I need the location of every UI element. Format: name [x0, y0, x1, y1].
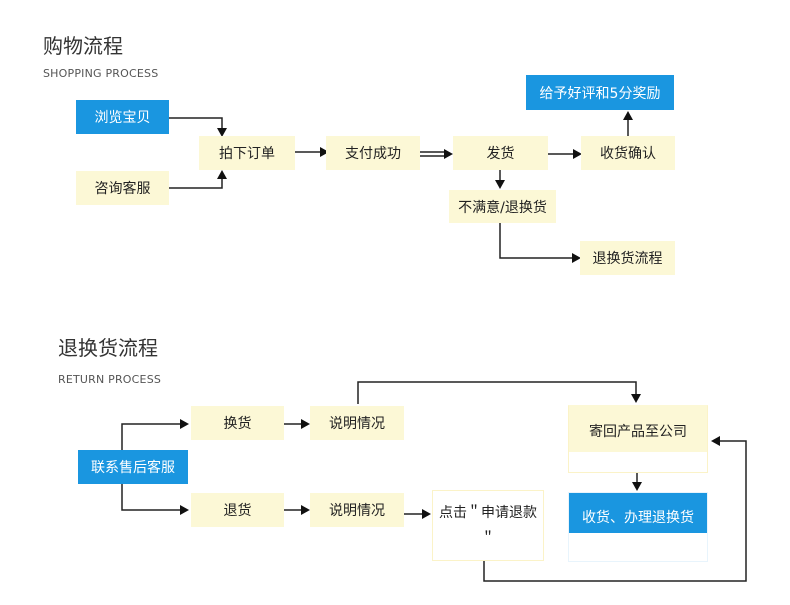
node-return-process: 退换货流程 [580, 241, 675, 275]
connector-browse-order [169, 117, 223, 130]
connector-contact-exchange [121, 423, 182, 450]
node-exchange: 换货 [191, 406, 284, 440]
arrowhead-sendback [631, 394, 641, 403]
node-browse: 浏览宝贝 [76, 100, 169, 134]
arrowhead-unsatisfied [495, 180, 505, 189]
arrowhead-confirm [573, 149, 582, 159]
arrowhead-exchange [180, 419, 189, 429]
arrowhead-explain2 [301, 505, 310, 515]
arrowhead-review [623, 111, 633, 120]
arrowhead-order-top [217, 128, 227, 137]
arrowhead-return [572, 253, 581, 263]
node-explain-refund: 说明情况 [310, 493, 404, 527]
returns-subtitle: RETURN PROCESS [58, 373, 162, 386]
apply-refund-line1: 点击＂申请退款 [439, 505, 537, 521]
node-order: 拍下订单 [199, 136, 295, 170]
arrowhead-explain1 [301, 419, 310, 429]
arrowhead-order-bottom [217, 170, 227, 179]
node-receive-process: 收货、办理退换货 [568, 492, 708, 562]
connector-apply-receive-loop [483, 440, 747, 582]
node-apply-refund: 点击＂申请退款 ＂ [432, 490, 544, 561]
node-contact-service: 联系售后客服 [78, 450, 188, 484]
arrowhead-pay [320, 147, 329, 157]
node-send-back: 寄回产品至公司 [568, 405, 708, 473]
shopping-subtitle: SHOPPING PROCESS [43, 67, 159, 80]
node-explain-exchange: 说明情况 [310, 406, 404, 440]
node-unsatisfied: 不满意/退换货 [449, 190, 556, 223]
arrowhead-apply [422, 509, 431, 519]
arrowhead-loop [711, 436, 720, 446]
node-ship: 发货 [453, 136, 548, 170]
arrowhead-refund [180, 505, 189, 515]
node-review: 给予好评和5分奖励 [526, 75, 674, 110]
node-refund: 退货 [191, 493, 284, 527]
arrowhead-ship [444, 149, 453, 159]
node-confirm: 收货确认 [581, 136, 675, 170]
shopping-title: 购物流程 [43, 34, 123, 58]
connector-contact-refund [121, 484, 182, 511]
connector-explain-sendback [357, 381, 637, 404]
connector-unsatisfied-return [499, 223, 574, 259]
returns-title: 退换货流程 [58, 336, 158, 360]
node-pay: 支付成功 [326, 136, 420, 170]
apply-refund-line2: ＂ [481, 531, 495, 547]
connector-consult-order [169, 177, 223, 189]
node-consult: 咨询客服 [76, 171, 169, 205]
arrowhead-receive [632, 482, 642, 491]
